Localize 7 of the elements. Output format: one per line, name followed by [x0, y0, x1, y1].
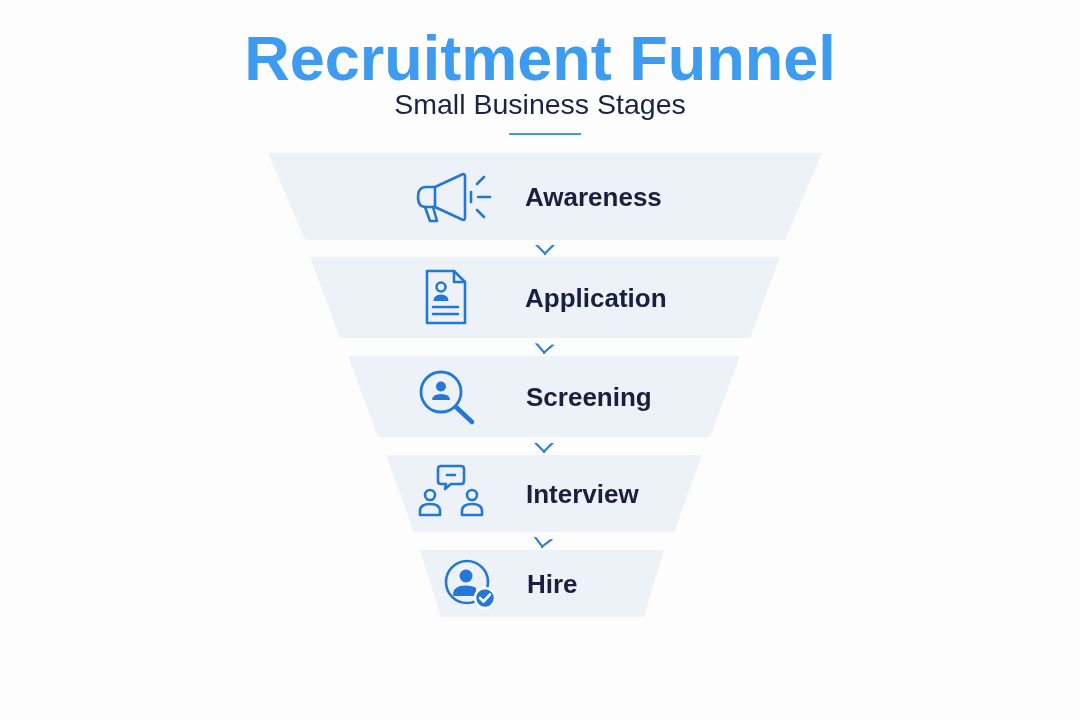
title: Recruitment Funnel — [244, 27, 836, 90]
stage-label: Interview — [526, 478, 639, 509]
subtitle: Small Business Stages — [394, 87, 686, 121]
stage-label: Screening — [526, 381, 652, 412]
stage-label: Application — [525, 282, 667, 313]
stage-label: Awareness — [525, 181, 662, 212]
stage-label: Hire — [527, 568, 578, 599]
